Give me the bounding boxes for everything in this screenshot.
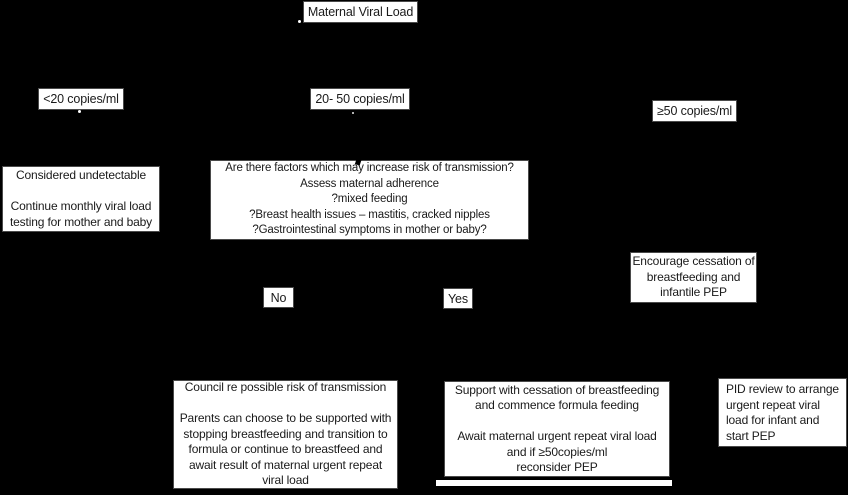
branch-label-under-20-copies: <20 copies/ml xyxy=(38,88,124,110)
bottom-edge-box-fragment xyxy=(436,480,672,486)
maternal-viral-load-node: Maternal Viral Load xyxy=(303,1,418,23)
no-branch-action-node: Council re possible risk of transmission… xyxy=(173,380,398,489)
encourage-cessation-action-node: Encourage cessation of breastfeeding and… xyxy=(630,252,757,303)
connector-dot-artifact xyxy=(298,20,301,23)
yes-branch-action-node: Support with cessation of breastfeeding … xyxy=(444,381,670,477)
connector-dot-artifact xyxy=(78,110,81,113)
branch-label-20-50-copies: 20- 50 copies/ml xyxy=(310,88,410,110)
no-branch-label: No xyxy=(263,287,294,308)
connector-dot-artifact xyxy=(352,112,354,114)
risk-factors-question-node: Are there factors which may increase ris… xyxy=(210,160,529,240)
undetectable-action-node: Considered undetectable Continue monthly… xyxy=(2,166,160,232)
pid-review-action-node: PID review to arrange urgent repeat vira… xyxy=(718,378,847,447)
branch-label-over-50-copies: ≥50 copies/ml xyxy=(652,100,737,122)
yes-branch-label: Yes xyxy=(443,288,473,309)
